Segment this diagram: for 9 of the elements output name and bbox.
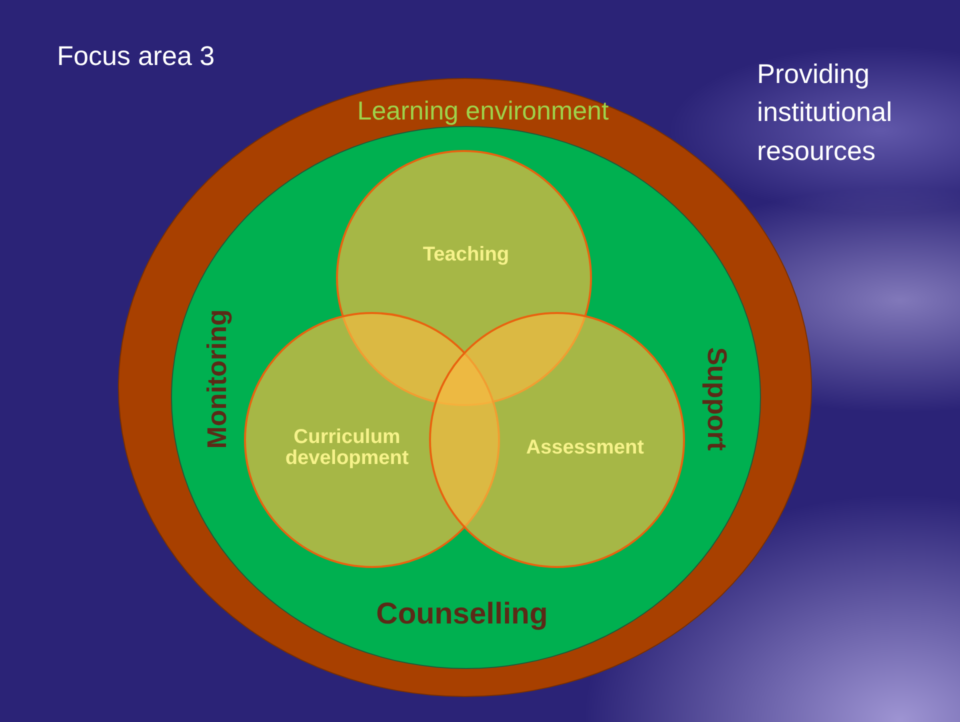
node-label: Teaching [422, 244, 510, 266]
node-label: Learning environment [357, 97, 609, 125]
ring-label: Counselling [376, 598, 548, 630]
node-label: Curriculum development [284, 427, 410, 469]
node-label: Assessment [526, 438, 644, 458]
side-note: Providing institutional resources [757, 58, 894, 168]
slide-heading: Focus area 3 [57, 40, 215, 73]
ring-label: Monitoring [202, 309, 232, 449]
ring-label: Support [702, 347, 732, 451]
